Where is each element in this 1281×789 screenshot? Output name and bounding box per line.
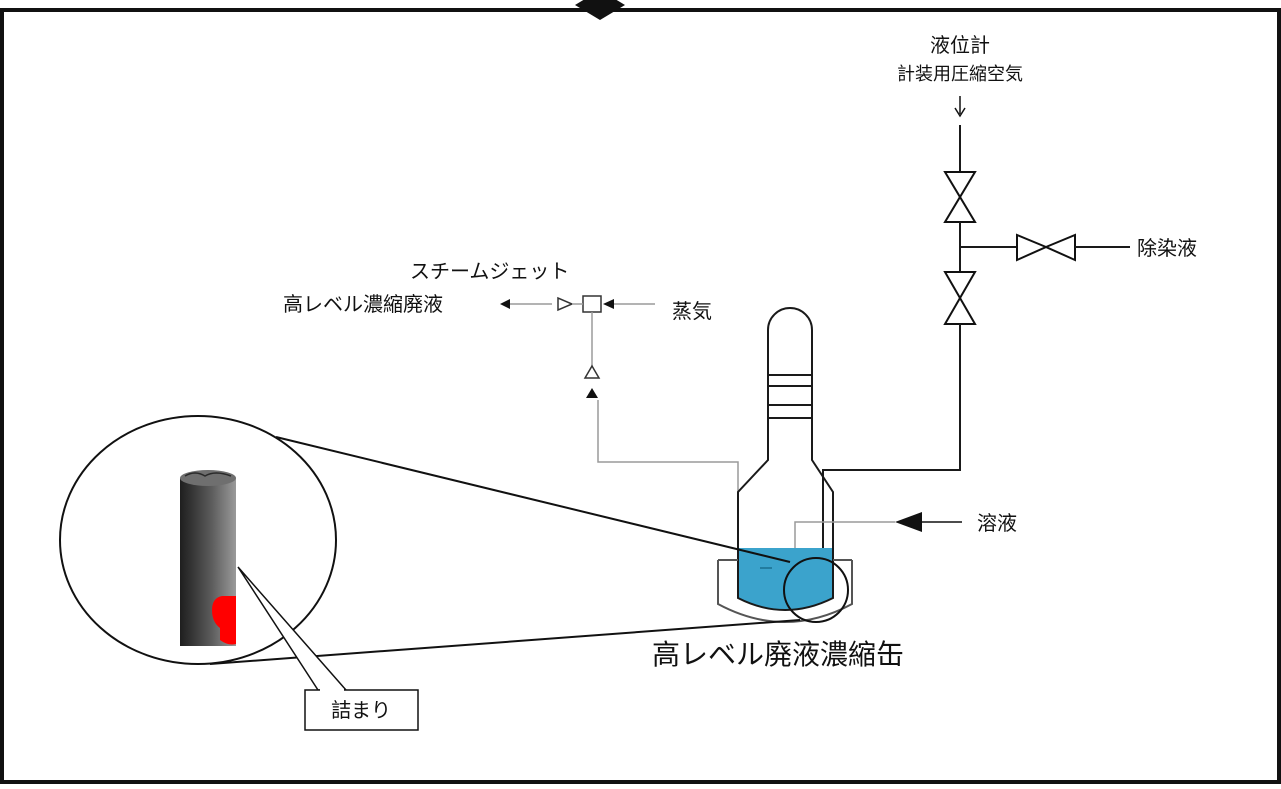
solution-inlet-arrow <box>895 512 922 532</box>
valve-lower <box>943 271 977 325</box>
instrument-air-label: 計装用圧縮空気 <box>897 64 1023 85</box>
clog-callout-label: 詰まり <box>331 698 391 722</box>
concentrate-outlet-arrow <box>500 299 510 309</box>
steam-jet-body <box>582 295 602 313</box>
hlw-concentrate-label: 高レベル濃縮廃液 <box>283 292 443 316</box>
solution-inlet-pipe <box>794 521 895 548</box>
instrument-air-arrow <box>954 96 966 118</box>
frame-border <box>0 8 1281 784</box>
steam-jet-label: スチームジェット <box>410 259 569 283</box>
valve-upper <box>943 171 977 223</box>
steam-label: 蒸気 <box>672 299 712 323</box>
evaporator-label: 高レベル廃液濃縮缶 <box>652 638 904 671</box>
valve-decon <box>1016 233 1076 262</box>
clog-callout-box <box>304 689 419 731</box>
solution-label: 溶液 <box>977 511 1017 535</box>
magnified-tube <box>180 470 236 646</box>
steam-jet-check <box>583 364 601 379</box>
steam-jet-nozzle <box>557 296 574 312</box>
focus-circle <box>783 557 849 623</box>
zoom-line-upper <box>275 436 791 563</box>
decon-solution-label: 除染液 <box>1137 236 1197 260</box>
suction-flow-arrow <box>586 388 598 398</box>
level-gauge-label: 液位計 <box>930 33 990 57</box>
clog-deposit <box>212 596 236 645</box>
steam-inlet-arrow <box>603 299 614 309</box>
gauge-dip-pipe <box>822 324 961 592</box>
diamond-marker <box>575 0 625 20</box>
